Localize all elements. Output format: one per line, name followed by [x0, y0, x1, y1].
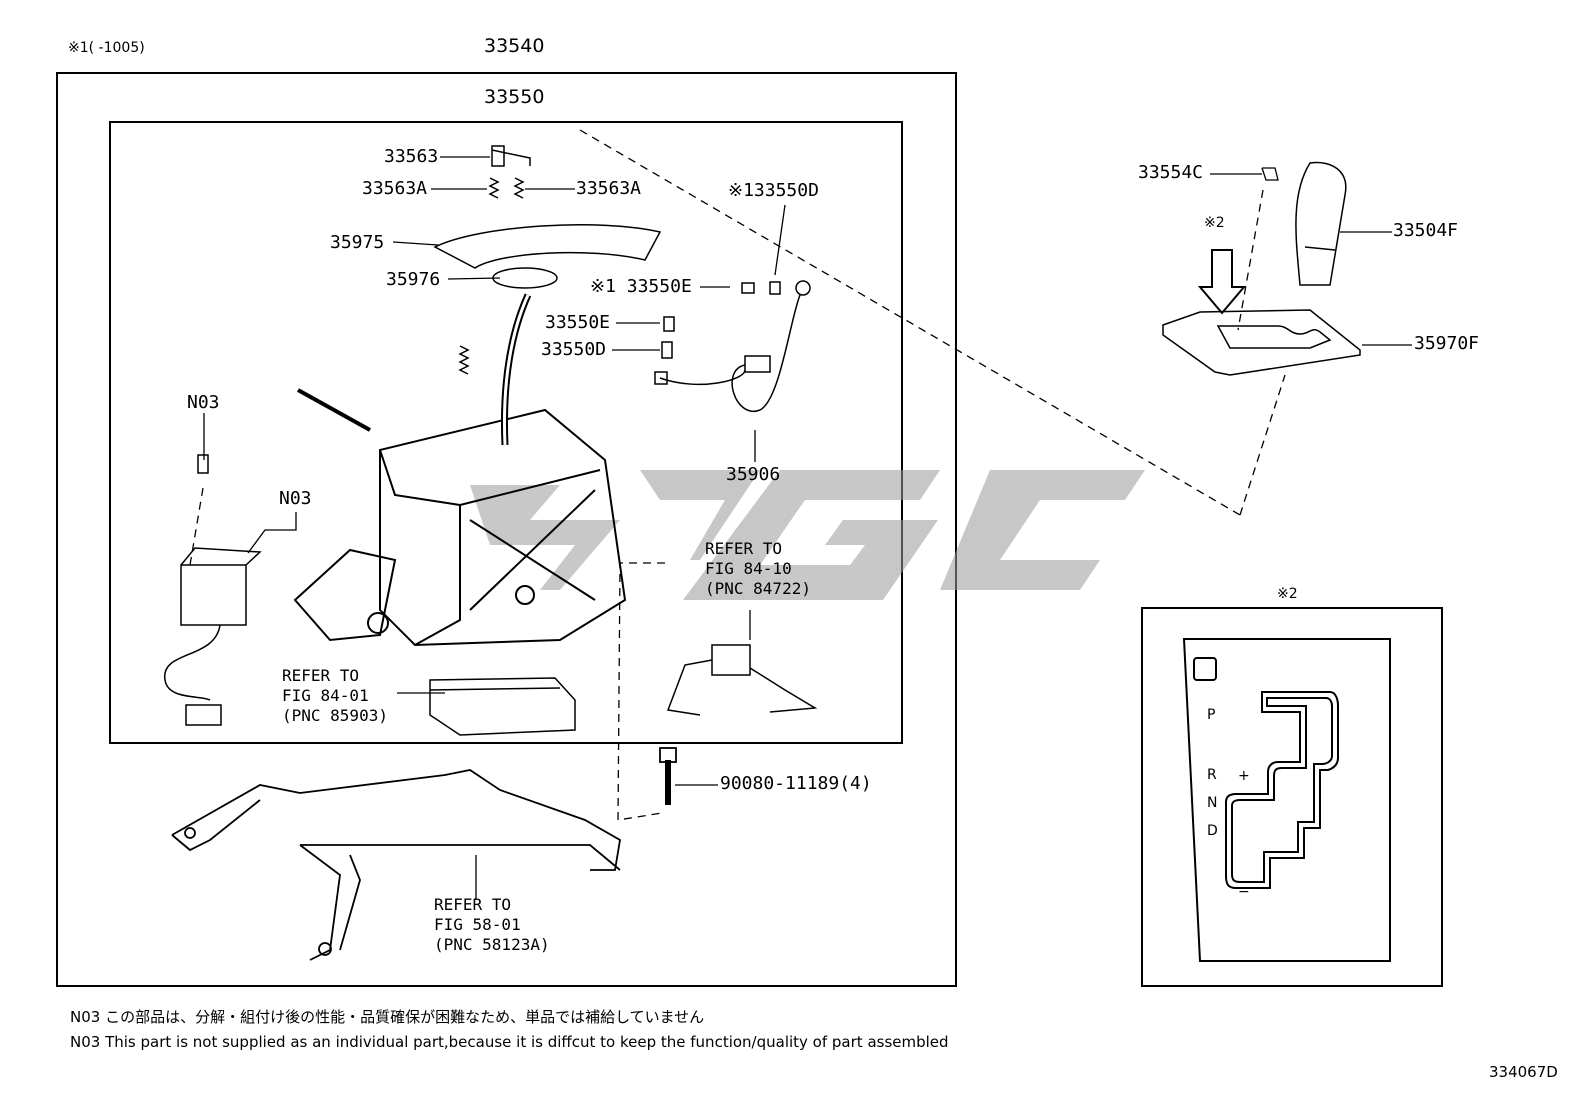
part-33550E-footnoted[interactable]: ※1 33550E [590, 276, 692, 297]
guide-line [617, 562, 665, 821]
gate-label-plus: + [1238, 768, 1250, 784]
shift-lever-body [293, 293, 627, 647]
sub-assembly-frame [109, 121, 903, 744]
part-35975[interactable]: 35975 [330, 232, 385, 253]
shift-bezel [1162, 309, 1361, 376]
footnote-range: ※1( -1005) [68, 40, 145, 56]
part-33550E[interactable]: 33550E [545, 312, 611, 333]
part-35906[interactable]: 35906 [726, 464, 781, 485]
assembly-part-number[interactable]: 33540 [484, 35, 545, 57]
diagram-id: 334067D [1489, 1063, 1558, 1081]
part-33554C[interactable]: 33554C [1138, 162, 1204, 183]
part-33563A-left[interactable]: 33563A [362, 178, 428, 199]
shift-knob [1295, 161, 1347, 286]
gate-label-d: D [1207, 823, 1218, 839]
part-35976[interactable]: 35976 [386, 269, 441, 290]
part-33563[interactable]: 33563 [384, 146, 439, 167]
part-n03-mid[interactable]: N03 [279, 488, 312, 509]
mounting-bracket [171, 747, 677, 961]
down-arrow [1197, 249, 1247, 315]
part-bolt-90080[interactable]: 90080-11189(4) [720, 773, 872, 794]
position-indicator [433, 145, 662, 375]
note-japanese: N03 この部品は、分解・組付け後の性能・品質確保が困難なため、単品では補給して… [70, 1008, 705, 1026]
gate-label-r: R [1207, 767, 1217, 783]
ecu-unit [429, 677, 576, 736]
retainer-pin [1261, 167, 1279, 181]
gate-label-minus: − [1238, 884, 1250, 900]
sub-assembly-part-number[interactable]: 33550 [484, 86, 545, 108]
part-33563A-right[interactable]: 33563A [576, 178, 642, 199]
part-n03-top[interactable]: N03 [187, 392, 220, 413]
ref-fig-58-01[interactable]: REFER TO FIG 58-01 (PNC 58123A) [434, 895, 550, 954]
guide-line [189, 487, 204, 566]
note-english: N03 This part is not supplied as an indi… [70, 1033, 949, 1051]
part-33550D-footnoted[interactable]: ※133550D [728, 180, 819, 201]
control-module [164, 454, 262, 726]
ref-fig-84-10[interactable]: REFER TO FIG 84-10 (PNC 84722) [705, 539, 811, 598]
assembly-frame [56, 72, 957, 987]
shift-gate-detail [1182, 638, 1391, 962]
part-33550D[interactable]: 33550D [541, 339, 607, 360]
guide-line [579, 129, 1241, 516]
part-35970F[interactable]: 35970F [1414, 333, 1480, 354]
detail-marker-top: ※2 [1204, 215, 1225, 231]
guide-line [1239, 374, 1286, 516]
gate-label-p: P [1207, 707, 1216, 723]
ref-fig-84-01[interactable]: REFER TO FIG 84-01 (PNC 85903) [282, 666, 388, 725]
gate-label-n: N [1207, 795, 1218, 811]
guide-line [1237, 189, 1264, 331]
part-33504F[interactable]: 33504F [1393, 220, 1459, 241]
detail-marker-panel: ※2 [1277, 586, 1298, 602]
wire-harness [654, 280, 811, 413]
switch-harness [666, 644, 818, 716]
detail-frame [1141, 607, 1443, 987]
